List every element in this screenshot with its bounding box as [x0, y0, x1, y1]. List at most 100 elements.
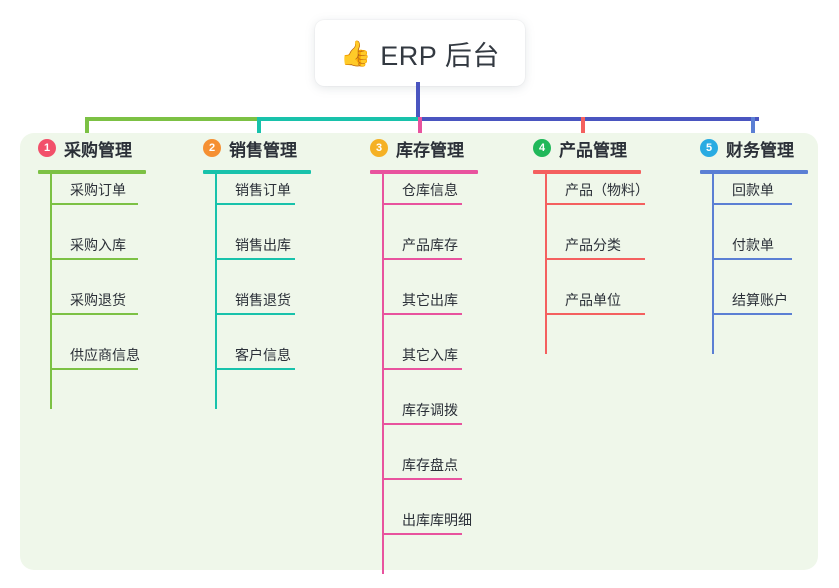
branch-item-rule	[382, 258, 462, 260]
branch-number-badge: 5	[700, 139, 718, 157]
branch-item[interactable]: 产品库存	[382, 236, 462, 260]
branch-item[interactable]: 库存盘点	[382, 456, 462, 480]
branch-header-销售管理[interactable]: 2 销售管理	[203, 133, 297, 163]
branch-item-label: 库存调拨	[402, 402, 458, 418]
branch-item[interactable]: 仓库信息	[382, 181, 462, 205]
branch-item[interactable]: 产品（物料）	[545, 181, 649, 205]
branch-header-采购管理[interactable]: 1 采购管理	[38, 133, 132, 163]
branch-item-label: 采购入库	[70, 237, 126, 253]
branch-header-rule	[38, 170, 146, 174]
branch-header-rule	[533, 170, 641, 174]
branch-item[interactable]: 库存调拨	[382, 401, 462, 425]
branch-header-rule	[203, 170, 311, 174]
branch-column-财务管理[interactable]: 5 财务管理回款单付款单结算账户	[700, 133, 808, 354]
branch-item-rule	[382, 423, 462, 425]
branch-item-label: 其它出库	[402, 292, 458, 308]
branch-item-rule	[382, 368, 462, 370]
branch-item[interactable]: 销售退货	[215, 291, 295, 315]
branch-item-label: 销售退货	[235, 292, 291, 308]
branch-item-rule	[215, 313, 295, 315]
branch-column-库存管理[interactable]: 3 库存管理仓库信息产品库存其它出库其它入库库存调拨库存盘点出库库明细	[370, 133, 478, 574]
branch-item[interactable]: 产品分类	[545, 236, 645, 260]
branch-item[interactable]: 销售出库	[215, 236, 295, 260]
branch-spine	[545, 173, 547, 354]
branch-item[interactable]: 供应商信息	[50, 346, 140, 370]
branch-item-rule	[382, 533, 462, 535]
branch-title-label: 产品管理	[559, 140, 627, 160]
branch-item[interactable]: 回款单	[712, 181, 792, 205]
branch-column-采购管理[interactable]: 1 采购管理采购订单采购入库采购退货供应商信息	[38, 133, 146, 409]
root-node-title: ERP 后台	[380, 40, 500, 71]
branch-item-label: 出库库明细	[402, 512, 472, 528]
branch-item-rule	[545, 313, 645, 315]
branch-title-label: 库存管理	[396, 140, 464, 160]
branch-spine	[712, 173, 714, 354]
root-connector-stem	[416, 82, 420, 120]
branch-item-label: 供应商信息	[70, 347, 140, 363]
branch-spine	[50, 173, 52, 409]
branch-item-rule	[215, 203, 295, 205]
branch-item-label: 库存盘点	[402, 457, 458, 473]
branch-item-label: 客户信息	[235, 347, 291, 363]
branch-item[interactable]: 其它入库	[382, 346, 462, 370]
branch-number-badge: 3	[370, 139, 388, 157]
branch-item-label: 产品库存	[402, 237, 458, 253]
branch-item-label: 付款单	[732, 237, 774, 253]
branch-header-财务管理[interactable]: 5 财务管理	[700, 133, 794, 163]
branch-item-label: 产品（物料）	[565, 182, 649, 198]
connector-bar-segment-2	[257, 117, 418, 121]
branch-item-label: 采购退货	[70, 292, 126, 308]
branch-item-rule	[215, 258, 295, 260]
branch-header-rule	[370, 170, 478, 174]
branch-number-badge: 2	[203, 139, 221, 157]
branch-header-产品管理[interactable]: 4 产品管理	[533, 133, 627, 163]
branch-item-label: 销售订单	[235, 182, 291, 198]
branch-title-label: 财务管理	[726, 140, 794, 160]
branch-header-库存管理[interactable]: 3 库存管理	[370, 133, 464, 163]
branch-item-rule	[382, 203, 462, 205]
branch-item-label: 产品单位	[565, 292, 621, 308]
branch-item[interactable]: 采购入库	[50, 236, 138, 260]
branch-item-rule	[50, 313, 138, 315]
thumbs-up-emoji: 👍	[340, 38, 372, 68]
branch-item-label: 结算账户	[732, 292, 788, 308]
branch-spine	[215, 173, 217, 409]
branch-title-label: 销售管理	[229, 140, 297, 160]
branch-item[interactable]: 采购退货	[50, 291, 138, 315]
connector-bar-segment-3	[418, 117, 759, 121]
branch-item-rule	[712, 313, 792, 315]
branch-item-rule	[50, 368, 138, 370]
branch-item[interactable]: 结算账户	[712, 291, 792, 315]
branch-item[interactable]: 客户信息	[215, 346, 295, 370]
branch-column-销售管理[interactable]: 2 销售管理销售订单销售出库销售退货客户信息	[203, 133, 311, 409]
branch-number-badge: 1	[38, 139, 56, 157]
root-node-erp-backend[interactable]: 👍 ERP 后台	[315, 20, 525, 86]
branch-item[interactable]: 采购订单	[50, 181, 138, 205]
branch-title-label: 采购管理	[64, 140, 132, 160]
branch-item-rule	[215, 368, 295, 370]
branch-column-产品管理[interactable]: 4 产品管理产品（物料） 产品分类产品单位	[533, 133, 649, 354]
branch-item-rule	[712, 258, 792, 260]
branch-item[interactable]: 产品单位	[545, 291, 645, 315]
branch-item-rule	[545, 258, 645, 260]
branch-item-label: 其它入库	[402, 347, 458, 363]
branch-item-rule	[712, 203, 792, 205]
branch-item-rule	[382, 478, 462, 480]
branch-item-label: 销售出库	[235, 237, 291, 253]
branch-item[interactable]: 出库库明细	[382, 511, 472, 535]
branch-item[interactable]: 销售订单	[215, 181, 295, 205]
branch-spine	[382, 173, 384, 574]
branch-item-rule	[382, 313, 462, 315]
branch-item[interactable]: 其它出库	[382, 291, 462, 315]
branches-panel: 1 采购管理采购订单采购入库采购退货供应商信息 2 销售管理销售订单销售出库销售退货客…	[20, 133, 818, 574]
branch-number-badge: 4	[533, 139, 551, 157]
branch-header-rule	[700, 170, 808, 174]
connector-bar-segment-1	[85, 117, 257, 121]
branch-item-rule	[545, 203, 645, 205]
branch-item[interactable]: 付款单	[712, 236, 792, 260]
branch-item-rule	[50, 258, 138, 260]
branch-item-label: 采购订单	[70, 182, 126, 198]
branch-item-label: 产品分类	[565, 237, 621, 253]
branch-item-rule	[50, 203, 138, 205]
